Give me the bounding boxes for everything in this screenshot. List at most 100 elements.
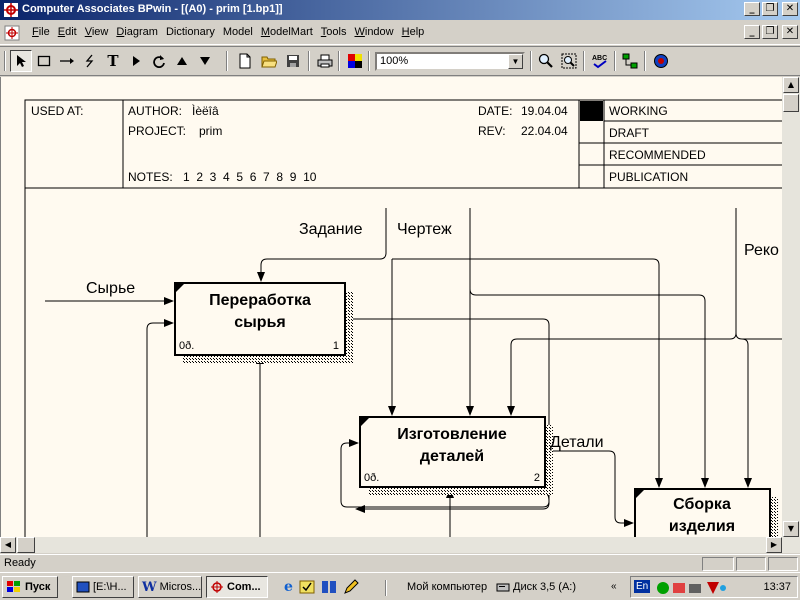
word-icon: W <box>142 579 157 595</box>
vertical-scrollbar[interactable]: ▲ ▼ <box>782 77 800 537</box>
text-tool-icon[interactable]: T <box>107 52 119 70</box>
label-rec[interactable]: Реко <box>744 242 779 259</box>
go-to-child-icon[interactable] <box>194 50 216 72</box>
menu-edit[interactable]: Edit <box>54 26 81 38</box>
menu-modelmart[interactable]: ModelMart <box>257 26 317 38</box>
box-3-title-line2: изделия <box>669 518 735 535</box>
box-1-number: 1 <box>333 340 339 352</box>
quick-launch: e <box>284 579 359 595</box>
title-bar[interactable]: Computer Associates BPwin - [(A0) - prim… <box>0 0 800 20</box>
task-bpwin[interactable]: Com... <box>206 576 268 598</box>
menu-mnemonic: H <box>401 26 410 38</box>
task-word-label: Micros... <box>159 581 202 593</box>
activity-box-1[interactable]: Переработка сырья 0ð. 1 <box>174 282 353 363</box>
label-parts[interactable]: Детали <box>550 434 604 451</box>
spell-check-icon[interactable]: ABC <box>589 50 611 72</box>
close-button[interactable]: ✕ <box>782 2 798 16</box>
menu-view[interactable]: View <box>81 26 113 38</box>
zoom-in-icon[interactable] <box>535 50 557 72</box>
activity-box-2[interactable]: Изготовление деталей 0ð. 2 <box>359 416 553 495</box>
box-1-title: Переработка <box>209 292 311 309</box>
print-icon[interactable] <box>314 50 336 72</box>
diagram-canvas[interactable]: USED AT: AUTHOR: Ìèëîâ PROJECT: prim DAT… <box>0 77 782 537</box>
new-file-icon[interactable] <box>234 50 256 72</box>
floppy-drive-icon <box>496 583 510 592</box>
color-palette-icon[interactable] <box>344 50 366 72</box>
start-button[interactable]: Пуск <box>2 576 58 598</box>
arrows[interactable] <box>45 208 782 537</box>
working-status-marker <box>580 101 603 121</box>
refresh-icon[interactable] <box>148 50 170 72</box>
label-task[interactable]: Задание <box>299 221 363 238</box>
horizontal-scroll-thumb[interactable] <box>17 537 35 553</box>
rev-label: REV: <box>478 124 506 138</box>
menu-window[interactable]: Window <box>350 26 397 38</box>
arrow-recommendations <box>507 208 737 416</box>
scroll-left-icon[interactable]: ◀ <box>0 537 16 553</box>
start-label: Пуск <box>25 581 51 593</box>
save-icon[interactable] <box>282 50 304 72</box>
doc-close-button[interactable]: ✕ <box>782 25 798 39</box>
minimize-button[interactable]: _ <box>744 2 760 16</box>
squiggle-tool-icon[interactable] <box>79 50 101 72</box>
vertical-scroll-thumb[interactable] <box>783 94 799 112</box>
diagram-header-frame <box>24 99 782 537</box>
task-word[interactable]: W Micros... <box>138 576 202 598</box>
scroll-down-icon[interactable]: ▼ <box>783 521 799 537</box>
pencil-icon[interactable] <box>343 579 359 595</box>
status-draft: DRAFT <box>609 126 650 140</box>
arrow-tool-icon[interactable] <box>56 50 78 72</box>
menu-mnemonic: W <box>354 26 365 38</box>
menu-label: odelMart <box>270 26 313 38</box>
desktop-icon[interactable] <box>321 579 337 595</box>
restore-button[interactable]: ❐ <box>762 2 778 16</box>
label-drawing[interactable]: Чертеж <box>397 221 452 238</box>
document-icon[interactable] <box>4 25 20 41</box>
box-tool-icon[interactable] <box>33 50 55 72</box>
menu-help[interactable]: Help <box>398 26 429 38</box>
status-recommended: RECOMMENDED <box>609 148 706 162</box>
menu-mnemonic: V <box>84 26 92 38</box>
zoom-dropdown-icon[interactable]: ▼ <box>508 54 523 69</box>
activity-box-3[interactable]: Сборка изделия <box>634 488 778 537</box>
arrow-parts <box>544 450 634 527</box>
menu-mnemonic: M <box>260 26 270 38</box>
task-explorer-label: [E:\H... <box>93 581 127 593</box>
go-to-sibling-icon[interactable] <box>125 50 147 72</box>
menu-mnemonic: D <box>116 26 125 38</box>
disk-label[interactable]: Диск 3,5 (A:) <box>513 581 577 593</box>
svg-text:ABC: ABC <box>592 55 607 62</box>
label-raw[interactable]: Сырье <box>86 280 135 297</box>
menu-file[interactable]: File <box>28 26 54 38</box>
arrow-recommendations-to-box3 <box>735 332 752 488</box>
outlook-icon[interactable] <box>299 579 315 595</box>
menu-model[interactable]: Model <box>219 26 257 38</box>
tray-icons[interactable] <box>655 580 727 596</box>
doc-minimize-button[interactable]: _ <box>744 25 760 39</box>
menu-dictionary[interactable]: Dictionary <box>162 26 219 38</box>
language-indicator[interactable]: En <box>634 580 651 593</box>
status-working: WORKING <box>609 104 668 118</box>
date-value: 19.04.04 <box>521 104 568 118</box>
menu-diagram[interactable]: Diagram <box>112 26 162 38</box>
my-computer-label[interactable]: Мой компьютер <box>407 581 488 593</box>
box-1-cost: 0ð. <box>179 340 194 352</box>
taskbar: Пуск [E:\H... W Micros... Com... e Мой к… <box>0 572 800 600</box>
model-explorer-icon[interactable] <box>619 50 641 72</box>
zoom-out-icon[interactable] <box>558 50 580 72</box>
task-explorer[interactable]: [E:\H... <box>72 576 134 598</box>
go-to-parent-icon[interactable] <box>171 50 193 72</box>
scroll-right-icon[interactable]: ▶ <box>766 537 782 553</box>
model-mart-icon[interactable] <box>650 50 672 72</box>
open-folder-icon[interactable] <box>258 50 280 72</box>
doc-restore-button[interactable]: ❐ <box>762 25 778 39</box>
idef0-diagram[interactable]: USED AT: AUTHOR: Ìèëîâ PROJECT: prim DAT… <box>1 77 782 537</box>
zoom-combobox[interactable]: 100% ▼ <box>375 52 525 71</box>
arrow-task-to-box3 <box>392 258 663 488</box>
pointer-tool-icon[interactable] <box>10 50 32 72</box>
ie-icon[interactable]: e <box>284 579 293 595</box>
menu-tools[interactable]: Tools <box>317 26 351 38</box>
scroll-up-icon[interactable]: ▲ <box>783 77 799 93</box>
tray-expand-icon[interactable]: « <box>611 581 617 592</box>
horizontal-scrollbar[interactable]: ◀ ▶ <box>0 537 800 553</box>
